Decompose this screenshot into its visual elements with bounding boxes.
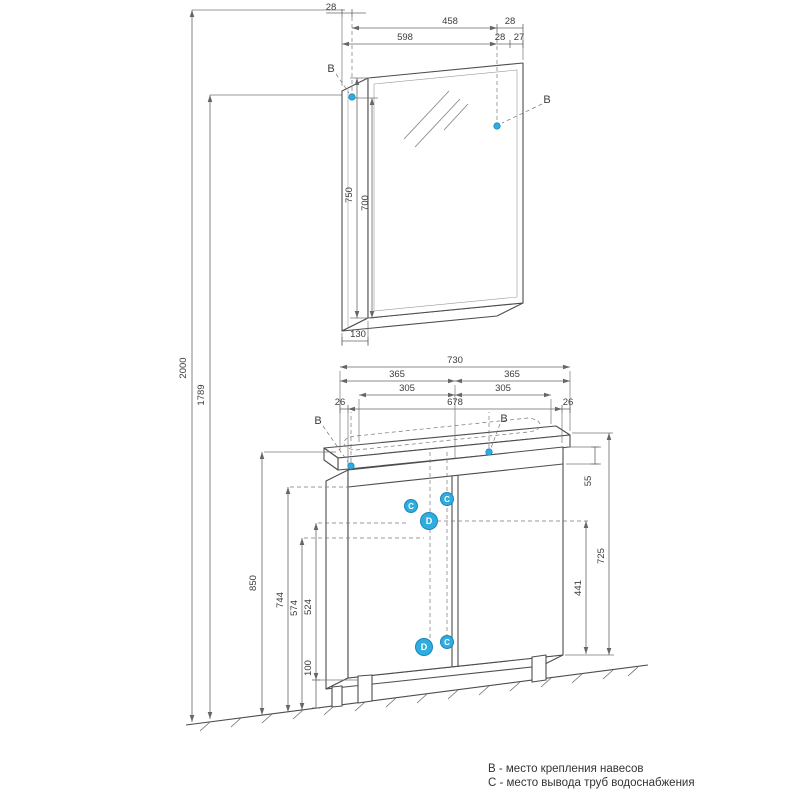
dim-vanity-body-height: 725 xyxy=(572,432,613,655)
apron-line xyxy=(347,463,564,488)
dim-pipe-low: 524 xyxy=(303,522,408,681)
dim-mount-height: 1789 xyxy=(196,94,348,719)
dim-mirror-total-width: 598 28 27 xyxy=(342,32,524,48)
dim-label-744: 744 xyxy=(275,592,286,608)
mount-label-vanity-left: В xyxy=(314,415,321,427)
vanity-dimensions: 730 365 365 305 305 26 xyxy=(248,355,614,715)
floor xyxy=(185,664,649,732)
dim-label-730: 730 xyxy=(447,355,463,366)
mount-dot-vanity-left xyxy=(347,462,355,470)
legend-mount-points: В - место крепления навесов xyxy=(488,763,644,775)
mirror-front-face xyxy=(367,62,524,319)
pipe-outlet-c-bottom-label: С xyxy=(444,638,450,647)
dim-label-28a: 28 xyxy=(326,2,337,13)
dim-mirror-depth: 130 xyxy=(341,321,369,346)
mirror-cabinet xyxy=(341,62,524,332)
dim-vanity-apron: 55 xyxy=(566,446,601,487)
dim-label-700: 700 xyxy=(360,195,371,211)
pipe-outlets: С D С D С xyxy=(404,452,454,656)
dim-label-441: 441 xyxy=(573,580,584,596)
basin-hidden-outline xyxy=(343,417,541,451)
leg-front-left xyxy=(357,674,373,704)
dim-label-574: 574 xyxy=(289,600,300,616)
dim-label-305b: 305 xyxy=(495,383,511,394)
dim-vanity-door-height: 441 xyxy=(437,520,614,656)
dim-label-27: 27 xyxy=(514,32,525,43)
dim-total-height: 2000 xyxy=(178,9,345,722)
mount-label-mirror-right: В xyxy=(543,94,550,106)
pipe-outlet-c-mid-right-label: С xyxy=(444,495,450,504)
washbasin-top xyxy=(323,417,571,471)
cabinet-front-face xyxy=(347,446,564,679)
pipe-outlet-d-mid xyxy=(420,512,438,530)
dim-label-1789: 1789 xyxy=(196,384,207,405)
dim-label-100: 100 xyxy=(303,660,314,676)
counter-left-side xyxy=(323,447,339,471)
legs xyxy=(331,654,547,708)
dim-mirror-top-offset: 28 xyxy=(326,2,366,93)
mount-dot-mirror-right xyxy=(493,122,501,130)
dim-label-28b: 28 xyxy=(505,16,516,27)
dim-vanity-halves: 365 365 xyxy=(340,369,570,458)
dim-label-305a: 305 xyxy=(399,383,415,394)
dim-mirror-height: 750 xyxy=(344,77,374,319)
pipe-outlet-c-mid-left-label: С xyxy=(408,502,414,511)
overall-dimensions: 2000 1789 xyxy=(178,9,348,722)
dim-label-850: 850 xyxy=(248,575,259,591)
cabinet-body xyxy=(325,446,564,690)
dim-label-678: 678 xyxy=(447,397,463,408)
vanity-unit xyxy=(323,417,571,708)
pipe-outlet-c-bottom xyxy=(440,635,454,649)
floor-hatching xyxy=(199,666,639,732)
leg-front-right xyxy=(531,654,547,683)
leg-back-left xyxy=(331,685,343,708)
dim-vanity-inner: 305 305 xyxy=(358,383,552,442)
dim-pipe-high: 574 xyxy=(289,537,424,710)
dim-label-26a: 26 xyxy=(335,397,346,408)
dim-label-28c: 28 xyxy=(495,32,506,43)
dim-mirror-mount-height: 700 xyxy=(354,97,378,318)
mount-dot-mirror-left xyxy=(348,93,356,101)
mount-label-mirror-left: В xyxy=(327,63,334,75)
mirror-dimensions: 28 458 28 598 28 27 xyxy=(326,2,524,346)
dim-label-458: 458 xyxy=(442,16,458,27)
dim-label-598: 598 xyxy=(397,32,413,43)
dim-vanity-mount-height: 744 xyxy=(275,486,350,712)
mount-label-vanity-right: В xyxy=(500,413,507,425)
pipe-outlet-d-mid-label: D xyxy=(426,516,433,526)
mount-dot-vanity-right xyxy=(485,448,493,456)
dim-mirror-door-width: 458 28 xyxy=(352,16,524,122)
dim-label-365a: 365 xyxy=(389,369,405,380)
mount-points: В В В В xyxy=(314,63,551,470)
pipe-outlet-d-bottom xyxy=(415,638,433,656)
dim-label-365b: 365 xyxy=(504,369,520,380)
dim-label-55: 55 xyxy=(583,476,594,487)
dim-vanity-edges: 26 678 26 xyxy=(335,397,574,466)
pipe-outlet-d-bottom-label: D xyxy=(421,642,428,652)
mirror-glass-hatching xyxy=(403,90,469,148)
dim-label-725: 725 xyxy=(596,548,607,564)
dim-label-2000: 2000 xyxy=(178,357,189,378)
dim-label-750: 750 xyxy=(344,187,355,203)
legend-pipe-outlets: С - место вывода труб водоснабжения xyxy=(488,777,695,789)
dim-label-524: 524 xyxy=(303,599,314,615)
dim-leg-height: 100 xyxy=(303,660,320,709)
dim-label-26b: 26 xyxy=(563,397,574,408)
legend: В - место крепления навесов С - место вы… xyxy=(488,763,695,789)
pipe-outlet-c-mid-right xyxy=(440,492,454,506)
dim-label-130: 130 xyxy=(350,329,366,340)
cabinet-left-side xyxy=(325,469,349,690)
dim-vanity-total-height: 850 xyxy=(248,451,336,715)
floor-line xyxy=(185,664,649,726)
pipe-outlet-c-mid-left xyxy=(404,499,418,513)
